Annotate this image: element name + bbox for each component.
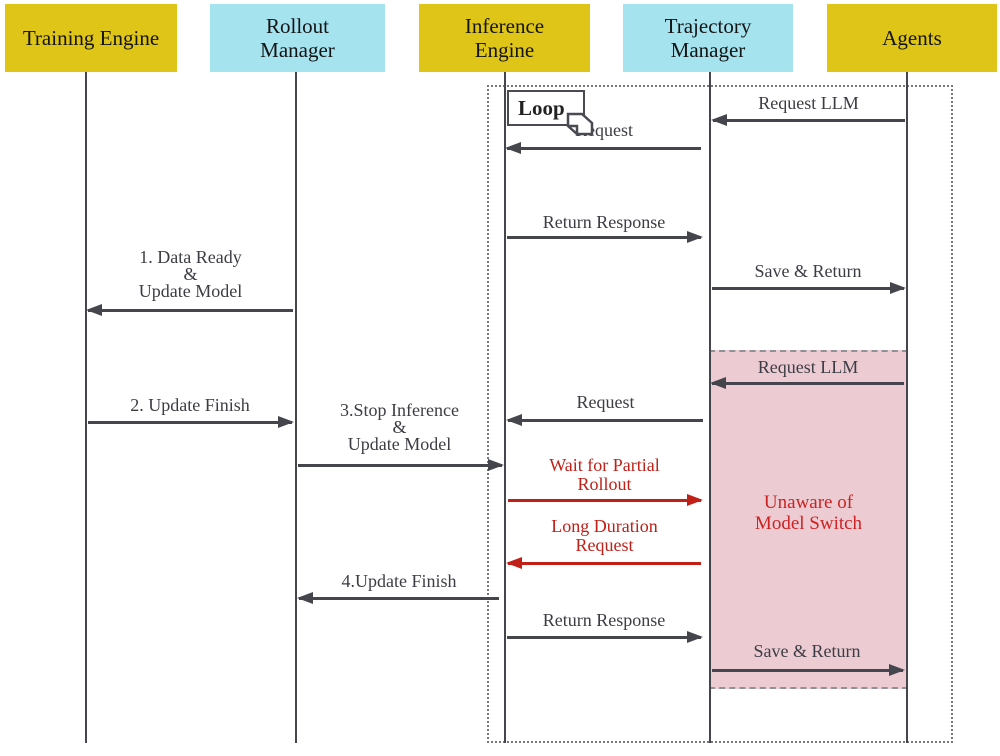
arrow-long-duration-request: [506, 557, 703, 569]
lifeline-trajectory-manager: [709, 72, 711, 743]
arrow-request-llm-2: [710, 377, 906, 389]
message-label-update-finish-2: 2. Update Finish: [130, 395, 250, 415]
message-label-data-ready: 1. Data Ready & Update Model: [138, 247, 243, 301]
lifeline-rollout-manager: [295, 72, 297, 743]
message-label-long-duration-request: Long Duration Request: [551, 516, 658, 555]
actor-rollout-manager: Rollout Manager: [210, 4, 385, 72]
note-unaware-of-model-switch: Unaware of Model Switch: [754, 492, 863, 534]
actor-trajectory-manager: Trajectory Manager: [623, 4, 793, 72]
message-label-return-response-1: Return Response: [542, 212, 666, 232]
loop-frame: [487, 85, 953, 743]
lifeline-inference-engine: [504, 72, 506, 743]
arrow-wait-partial-rollout: [506, 494, 703, 506]
arrow-save-return-1: [710, 282, 906, 294]
message-label-wait-partial-rollout: Wait for Partial Rollout: [549, 455, 660, 494]
actor-label: Agents: [882, 25, 942, 50]
arrow-request-2: [506, 414, 705, 426]
arrow-request-llm-1: [711, 114, 907, 126]
message-label-save-return-2: Save & Return: [753, 641, 861, 661]
message-label-request-2: Request: [576, 392, 635, 412]
message-label-return-response-2: Return Response: [542, 610, 666, 630]
actor-inference-engine: Inference Engine: [419, 4, 590, 72]
lifeline-training-engine: [85, 72, 87, 743]
actor-label: Inference Engine: [464, 13, 545, 62]
folded-corner-icon: [566, 112, 594, 141]
actor-training-engine: Training Engine: [5, 4, 177, 72]
actor-label: Training Engine: [22, 25, 160, 50]
message-label-request-llm-1: Request LLM: [758, 93, 859, 113]
arrow-request-1: [505, 142, 703, 154]
actor-label: Trajectory Manager: [664, 13, 752, 62]
loop-label: Loop: [518, 95, 565, 120]
arrow-save-return-2: [710, 664, 905, 676]
message-label-stop-inference: 3.Stop Inference & Update Model: [340, 400, 459, 454]
actor-label: Rollout Manager: [260, 13, 335, 62]
actor-agents: Agents: [827, 4, 997, 72]
arrow-update-finish-2: [86, 416, 294, 428]
highlight-box-unaware: [709, 350, 908, 689]
arrow-update-finish-4: [297, 592, 501, 604]
arrow-return-response-1: [505, 231, 703, 243]
arrow-stop-inference: [296, 459, 504, 471]
message-label-request-llm-2: Request LLM: [757, 357, 859, 377]
message-label-save-return-1: Save & Return: [754, 261, 862, 281]
lifeline-agents: [906, 72, 908, 743]
message-label-update-finish-4: 4.Update Finish: [341, 571, 457, 591]
arrow-return-response-2: [505, 631, 703, 643]
arrow-data-ready: [86, 304, 295, 316]
